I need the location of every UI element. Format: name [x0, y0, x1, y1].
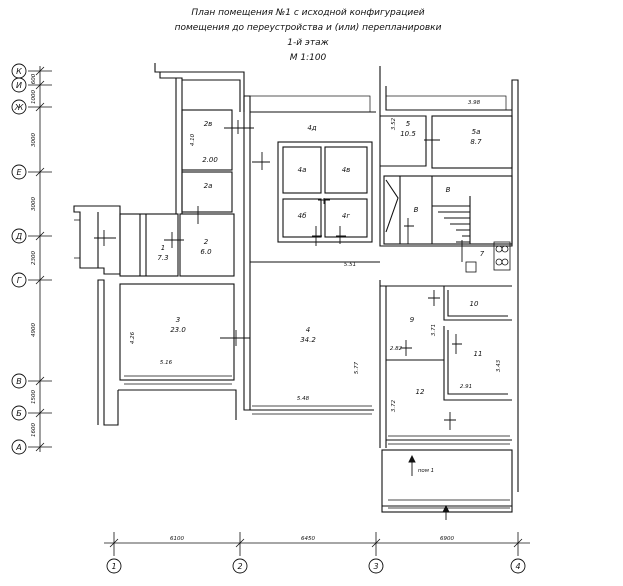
window-marks — [74, 219, 510, 509]
room-3-number: 3 — [176, 316, 180, 324]
column-axis-markers — [106, 558, 526, 574]
axis-col-label: 4 — [515, 562, 520, 571]
row-dim-8: 1600 — [31, 423, 37, 437]
axis-row-label: Б — [16, 409, 22, 418]
room-2v-dim: 4.10 — [190, 133, 196, 146]
title-line-3: 1-й этаж — [287, 38, 329, 48]
room-5-dim: 3.52 — [391, 117, 397, 130]
room-4g-number: 4г — [342, 212, 350, 220]
room-4-dim-top: 5.51 — [344, 262, 356, 268]
axis-row-label: Г — [17, 276, 22, 285]
room-2v-number: 2в — [204, 120, 213, 128]
title-line-1: План помещения №1 с исходной конфигураци… — [191, 8, 424, 18]
room-2-number: 2 — [204, 238, 209, 246]
column-axis-dimension-labels: 6100 6450 6900 — [170, 536, 454, 542]
axis-col-label: 2 — [237, 562, 242, 571]
axis-row-label: К — [16, 67, 22, 76]
row-dim-3: 3000 — [31, 133, 37, 147]
axis-col-label: 1 — [111, 562, 116, 571]
room-4a-number: 4а — [298, 166, 307, 174]
room-3-area: 23.0 — [170, 326, 186, 334]
row-axis-dimensions — [28, 66, 52, 452]
room-5a-number: 5а — [472, 128, 481, 136]
axis-row-label: Д — [15, 232, 22, 241]
room-3-dim-h: 5.16 — [160, 360, 173, 366]
room-9-dim-h: 2.82 — [390, 346, 403, 352]
room-4b-number: 4б — [298, 212, 307, 220]
room-12-dim: 3.72 — [391, 399, 397, 412]
row-axis-dimension-labels: 600 1000 3000 3000 2300 4900 1500 1600 — [31, 73, 37, 437]
row-dim-4: 3000 — [31, 197, 37, 211]
room-11-dim-v: 3.43 — [496, 359, 502, 372]
column-axis-marker-labels: 1 2 3 4 — [111, 562, 520, 571]
title-line-2: помещения до переустройства и (или) пере… — [175, 23, 442, 33]
room-2a-number: 2а — [204, 182, 213, 190]
stair-label-1: В — [446, 186, 451, 194]
col-dim-3: 6900 — [440, 536, 454, 542]
row-dim-7: 1500 — [31, 390, 37, 404]
entry-label: пом 1 — [418, 468, 434, 474]
room-4-dim-h: 5.48 — [297, 396, 310, 402]
room-9-dim-v: 3.71 — [431, 324, 437, 336]
col-dim-2: 6450 — [301, 536, 315, 542]
room-4-area: 34.2 — [300, 336, 316, 344]
room-1-number: 1 — [161, 244, 165, 252]
row-dim-2: 1000 — [31, 90, 37, 104]
axis-row-label: Е — [16, 168, 22, 177]
room-4-dim-v: 5.77 — [354, 361, 360, 374]
axis-row-label: В — [16, 377, 22, 386]
room-2v-area: 2.00 — [202, 156, 218, 164]
entry-arrow-icon — [408, 454, 450, 520]
room-12-number: 12 — [416, 388, 425, 396]
room-labels: 2в 2.00 4.10 2а 1 7.3 2 6.0 3 23.0 5.16 … — [130, 100, 502, 474]
row-dim-1: 600 — [31, 73, 37, 84]
row-axis-marker-labels: К И Ж Е Д Г В Б А — [14, 67, 24, 452]
row-dim-5: 2300 — [31, 251, 37, 265]
room-4-number: 4 — [306, 326, 310, 334]
door-marks — [94, 120, 470, 430]
top-right-dim: 3.98 — [468, 100, 481, 106]
drawing-title: План помещения №1 с исходной конфигураци… — [175, 8, 442, 63]
room-3-dim-v: 4.26 — [130, 331, 136, 344]
room-5a-area: 8.7 — [470, 138, 482, 146]
room-2-area: 6.0 — [200, 248, 212, 256]
title-line-4: М 1:100 — [290, 53, 327, 63]
room-10-number: 10 — [470, 300, 479, 308]
col-dim-1: 6100 — [170, 536, 184, 542]
sanitary-fixtures — [465, 241, 511, 273]
axis-row-label: И — [16, 81, 22, 90]
room-5-area: 10.5 — [400, 130, 416, 138]
axis-col-label: 3 — [373, 562, 378, 571]
room-7-number: 7 — [480, 250, 485, 258]
room-4d-number: 4д — [307, 124, 316, 132]
room-4v-number: 4в — [342, 166, 351, 174]
room-11-number: 11 — [474, 350, 483, 358]
row-axis-markers — [11, 63, 27, 455]
room-5-number: 5 — [406, 120, 411, 128]
room-11-dim-h: 2.91 — [460, 384, 472, 390]
axis-row-label: А — [15, 443, 21, 452]
room-9-number: 9 — [410, 316, 415, 324]
room-1-area: 7.3 — [157, 254, 168, 262]
row-dim-6: 4900 — [31, 323, 37, 337]
column-axis-dimensions — [104, 532, 530, 556]
stair-label-2: В — [414, 206, 419, 214]
walls — [73, 63, 519, 513]
axis-row-label: Ж — [14, 103, 24, 112]
